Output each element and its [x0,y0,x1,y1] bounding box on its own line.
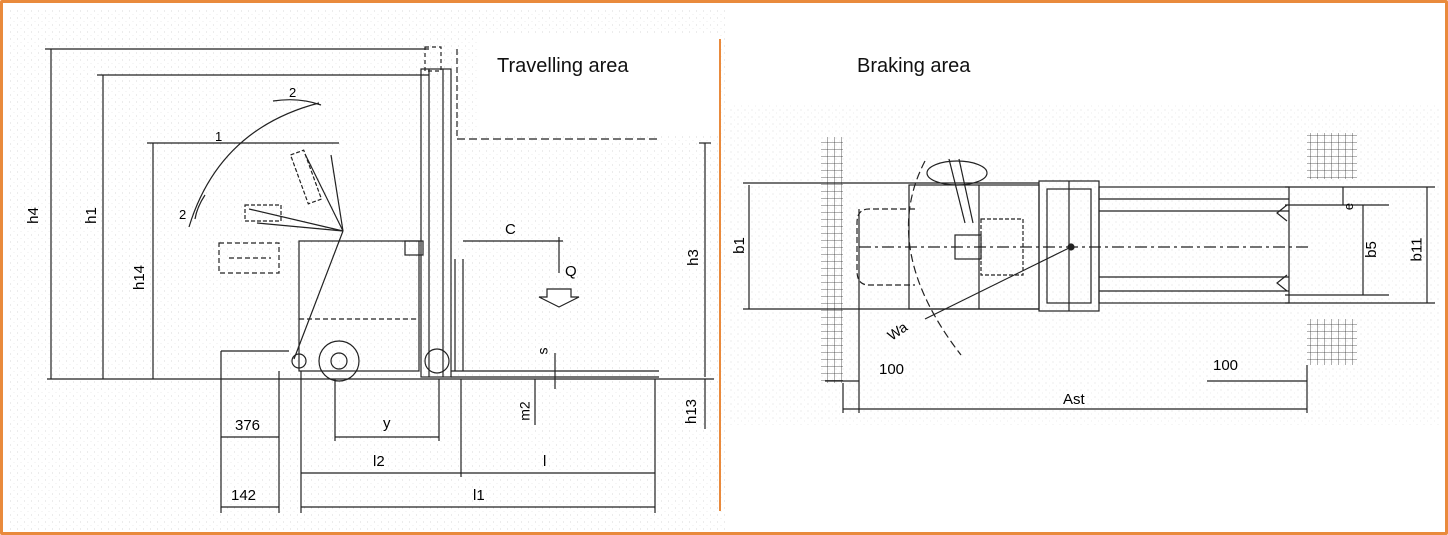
label-h1: h1 [82,207,100,224]
wall-grid-top-right [1307,133,1357,179]
label-h4: h4 [24,207,42,224]
label-left-100: 100 [879,361,905,378]
label-q: Q [565,263,577,280]
label-angle-2-top: 2 [289,85,297,100]
label-e: e [1341,202,1357,211]
label-b5: b5 [1362,241,1380,258]
label-l2: l2 [373,453,385,470]
divider [719,39,721,511]
label-142: 142 [231,487,257,504]
side-view-drawing [9,9,725,531]
label-wa: Wa [884,318,911,344]
label-h14: h14 [131,264,149,291]
wall-grid-bottom-right [1307,319,1357,365]
label-h3: h3 [684,249,702,266]
label-ast: Ast [1063,391,1085,408]
top-view-drawing [729,105,1441,425]
label-angle-2-left: 2 [179,207,187,222]
label-right-100: 100 [1213,357,1239,374]
caption-travelling-area: Travelling area [497,55,629,77]
label-b1: b1 [730,237,748,254]
label-l1: l1 [473,487,485,504]
top-view-labels: b1 e b5 b11 Wa 100 100 Ast [729,9,1441,429]
label-h13: h13 [683,398,701,425]
label-l: l [543,453,547,470]
label-y: y [383,415,391,432]
label-s: s [534,347,551,355]
label-c: C [505,221,516,238]
label-b11: b11 [1408,237,1426,262]
label-angle-1: 1 [215,129,223,144]
wall-grid-left [821,137,843,383]
label-376: 376 [235,417,261,434]
caption-braking-area: Braking area [857,55,971,77]
side-view-labels: h4 h1 h14 h3 h13 C Q s m2 y l2 l l1 376 … [9,9,725,531]
label-m2: m2 [516,401,533,421]
